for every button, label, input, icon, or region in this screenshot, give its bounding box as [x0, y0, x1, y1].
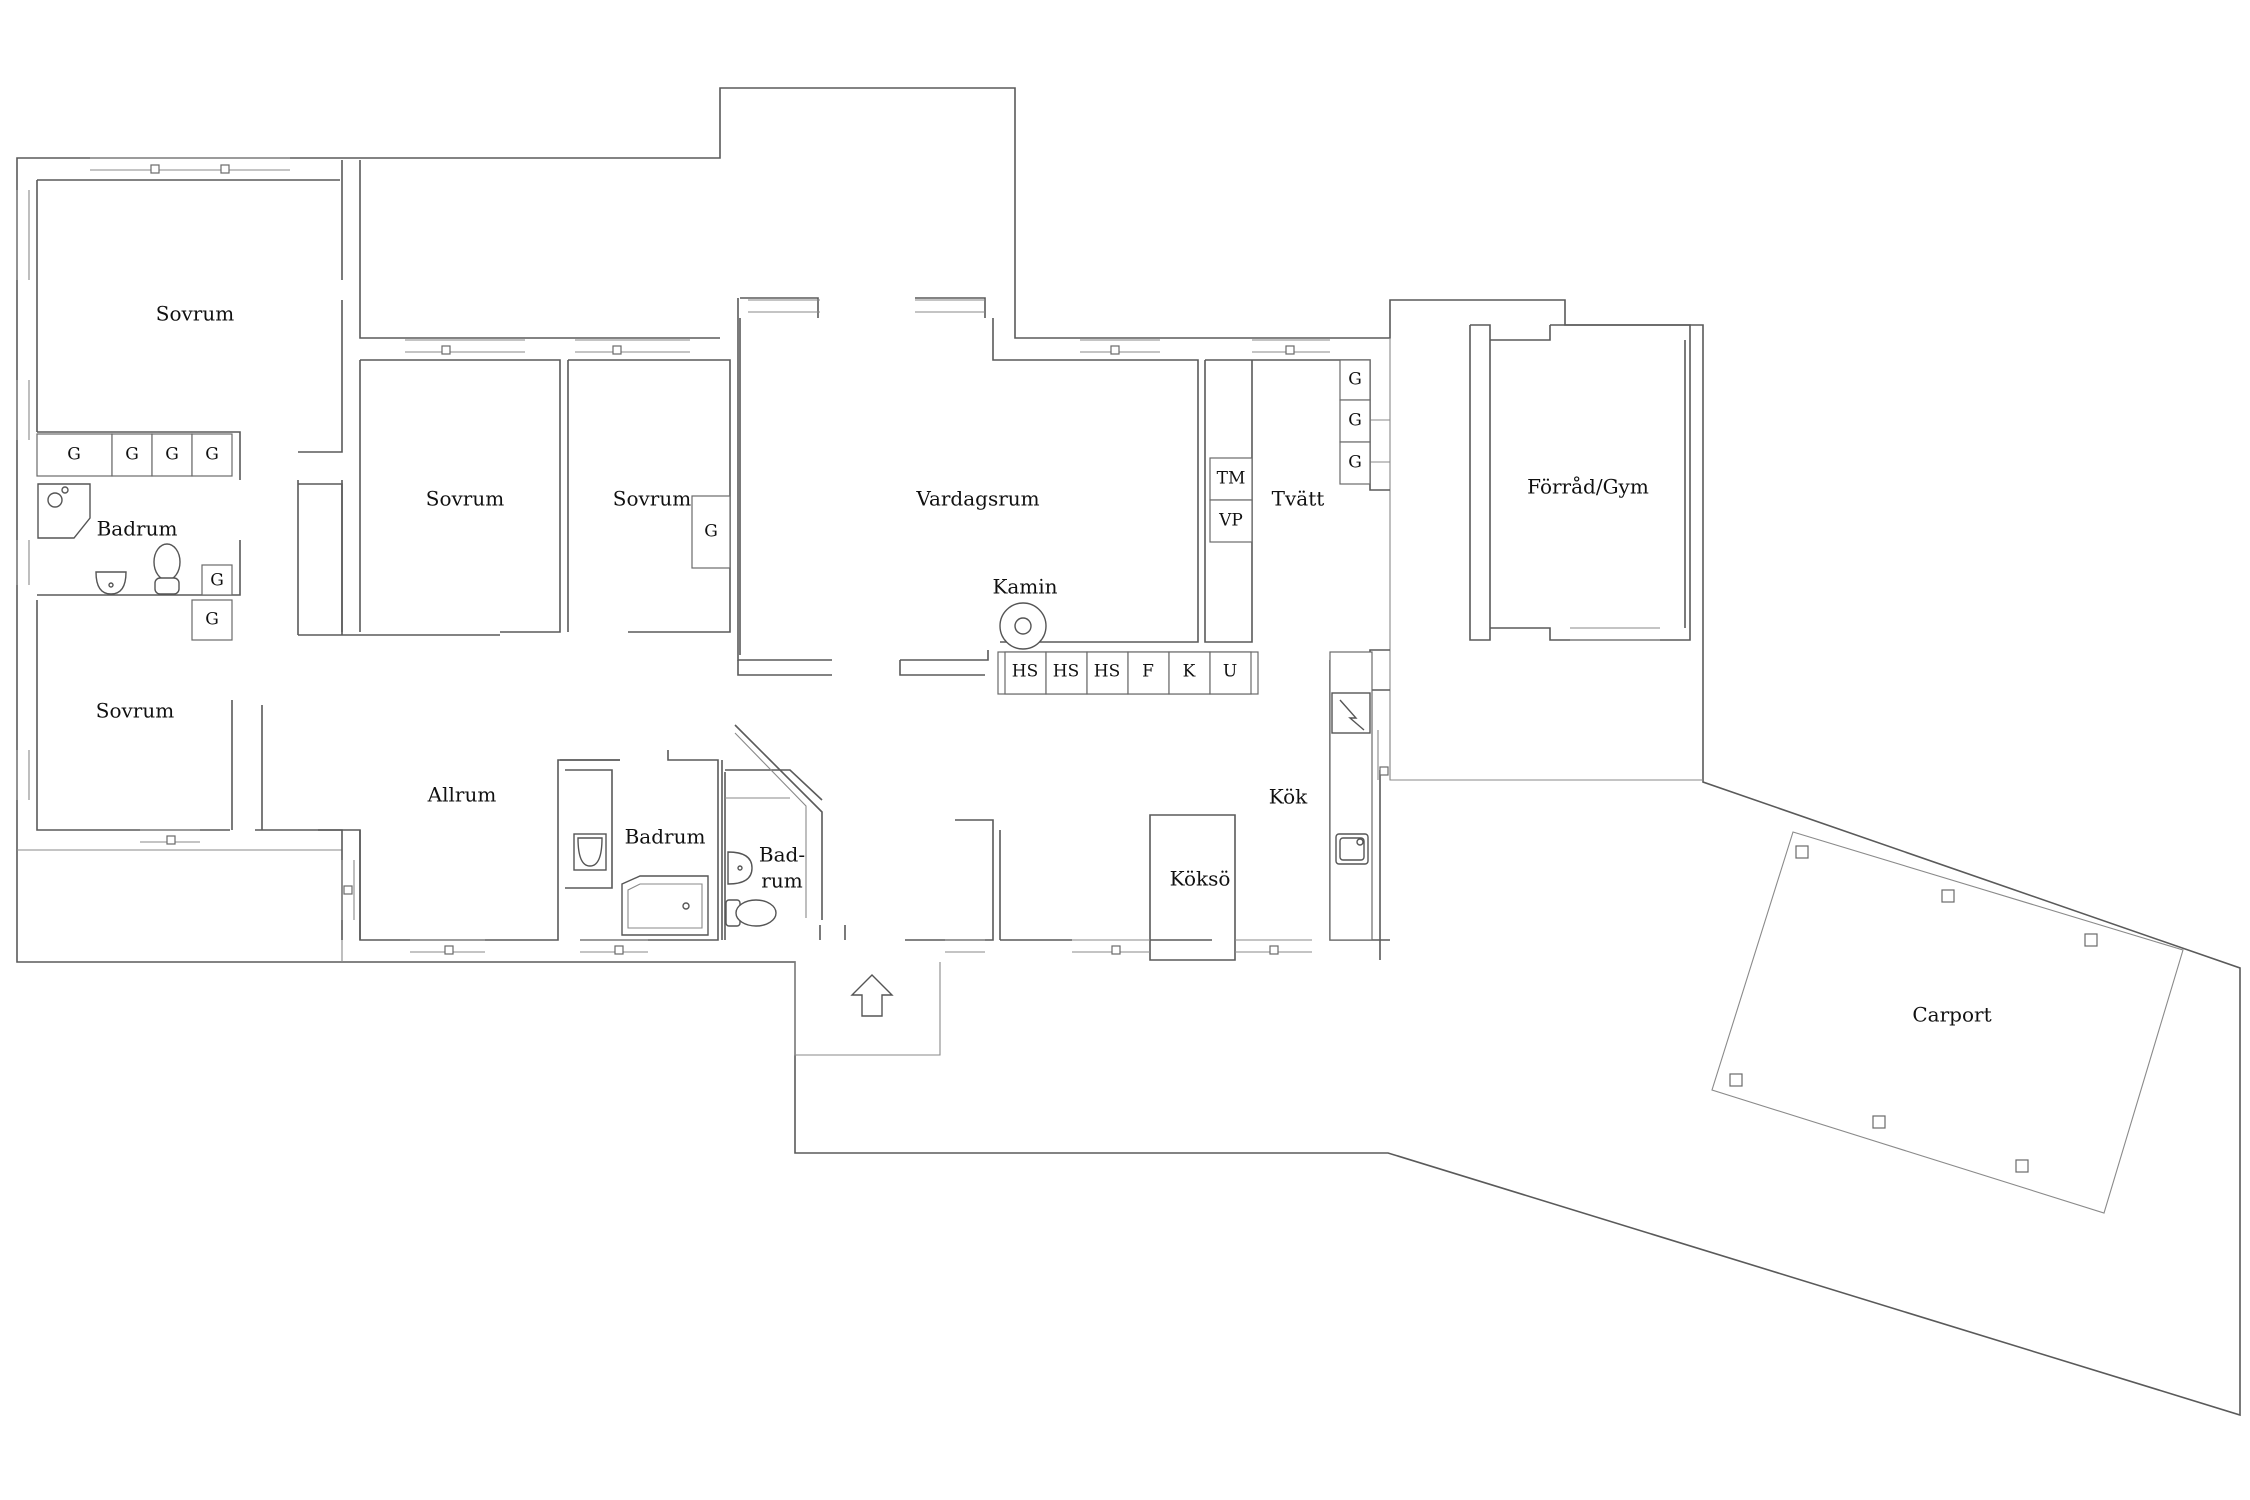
- fireplace-icon: [999, 602, 1047, 650]
- south-bathrooms: [560, 732, 846, 940]
- electrical-panel-icon: [1331, 692, 1371, 734]
- bathtub-icon: [621, 875, 709, 936]
- cabinet-label: K: [1183, 662, 1196, 682]
- room-label-forrad: Förråd/Gym: [1527, 475, 1649, 499]
- fireplace-label: Kamin: [992, 575, 1057, 599]
- wardrobe-label: G: [1348, 370, 1362, 390]
- stove-icon: [1335, 833, 1369, 865]
- room-label-badrum-small-2: rum: [761, 869, 802, 893]
- sink-icon: [727, 851, 753, 885]
- wardrobe-label: G: [205, 610, 219, 630]
- washing-machine-label: TM: [1217, 469, 1246, 489]
- room-label-sovrum: Sovrum: [613, 487, 691, 511]
- room-label-allrum: Allrum: [427, 783, 497, 807]
- wardrobe-label: G: [1348, 453, 1362, 473]
- wardrobe-label: G: [165, 445, 179, 465]
- wardrobe-label: G: [1348, 411, 1362, 431]
- cabinet-label: F: [1142, 662, 1154, 682]
- wardrobe-label: G: [67, 445, 81, 465]
- wardrobe-label: G: [210, 571, 224, 591]
- kitchen-cabinet-row: HS HS HS F K U: [997, 651, 1259, 695]
- kitchen-island-label: Köksö: [1170, 867, 1231, 891]
- room-labels: Sovrum Sovrum Sovrum Sovrum Badrum Allru…: [96, 302, 1992, 1027]
- cabinet-label: U: [1223, 662, 1237, 682]
- room-label-sovrum: Sovrum: [96, 699, 174, 723]
- room-label-kok: Kök: [1269, 785, 1308, 809]
- shower-icon: [37, 483, 91, 539]
- cabinet-label: HS: [1094, 662, 1120, 682]
- room-label-badrum: Badrum: [625, 825, 706, 849]
- sink-icon: [573, 833, 607, 871]
- windows: [16, 157, 1660, 955]
- room-label-carport: Carport: [1912, 1003, 1991, 1027]
- sink-icon: [95, 571, 127, 595]
- room-label-vardagsrum: Vardagsrum: [915, 487, 1039, 511]
- wardrobe-label: G: [704, 522, 718, 542]
- carport: [1711, 831, 2184, 1214]
- cabinet-label: HS: [1012, 662, 1038, 682]
- entrance-arrow-icon: [850, 974, 894, 1017]
- room-label-tvatt: Tvätt: [1272, 487, 1325, 511]
- west-bathroom: G G G G G G: [36, 433, 233, 641]
- bedroom-wardrobe: G: [297, 480, 731, 635]
- wardrobe-label: G: [205, 445, 219, 465]
- interior-walls: [36, 160, 1691, 961]
- toilet-icon: [725, 899, 777, 927]
- wardrobe-label: G: [125, 445, 139, 465]
- room-label-badrum: Badrum: [97, 517, 178, 541]
- outer-walls: [16, 87, 2241, 1417]
- laundry-fixtures: TM VP G G G: [1209, 359, 1371, 543]
- room-label-sovrum: Sovrum: [156, 302, 234, 326]
- cabinet-label: HS: [1053, 662, 1079, 682]
- heat-pump-label: VP: [1218, 511, 1243, 531]
- room-label-badrum-small-1: Bad-: [759, 843, 805, 867]
- kitchen-counter: [1329, 651, 1373, 941]
- room-label-sovrum: Sovrum: [426, 487, 504, 511]
- toilet-icon: [153, 543, 181, 595]
